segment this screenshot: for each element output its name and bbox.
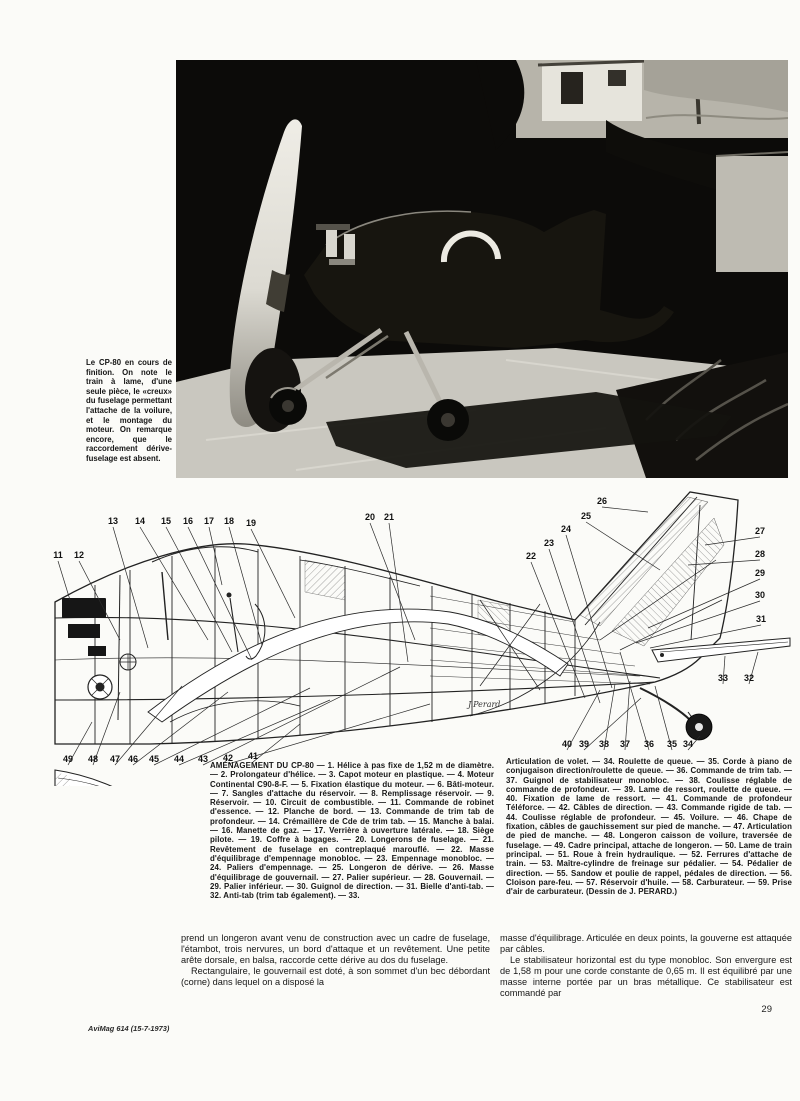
callout-leader-29 xyxy=(647,578,761,629)
callout-leader-48 xyxy=(92,691,121,766)
diagram-callout-47: 47 xyxy=(110,754,120,764)
callout-leader-18 xyxy=(228,526,263,646)
diagram-callouts: 11 12 13 14 15 16 17 18 19 20 21 22 23 24 25 26 27 28 29 30… xyxy=(53,496,766,766)
callout-leader-15 xyxy=(165,526,233,653)
callout-leader-39 xyxy=(583,697,642,751)
callout-leader-21 xyxy=(388,522,409,663)
callout-leader-20 xyxy=(369,522,416,641)
diagram-callout-45: 45 xyxy=(149,754,159,764)
diagram-callout-30: 30 xyxy=(755,590,765,600)
diagram-callout-49: 49 xyxy=(63,754,73,764)
cutaway-diagram-drawing: J.Perard 11 12 13 14 15 16 17 18 19 20 21 22 23 24 25 2… xyxy=(53,491,791,786)
callout-leader-34 xyxy=(687,735,701,751)
callout-leader-23 xyxy=(548,548,601,704)
callout-leader-14 xyxy=(139,526,209,641)
diagram-callout-48: 48 xyxy=(88,754,98,764)
body-column-left: prend un longeron avant venu de construc… xyxy=(181,933,490,988)
diagram-callout-22: 22 xyxy=(526,551,536,561)
callout-leader-33 xyxy=(722,655,726,685)
body-paragraph: prend un longeron avant venu de construc… xyxy=(181,933,490,965)
body-column-right: masse d'équilibrage. Articulée en deux p… xyxy=(500,933,792,998)
callout-leader-35 xyxy=(654,685,673,751)
diagram-callout-44: 44 xyxy=(174,754,184,764)
diagram-callout-20: 20 xyxy=(365,512,375,522)
diagram-callout-15: 15 xyxy=(161,516,171,526)
diagram-callout-36: 36 xyxy=(644,739,654,749)
callout-leader-49 xyxy=(67,721,93,766)
cp80-photo xyxy=(176,60,788,478)
diagram-callout-19: 19 xyxy=(246,518,256,528)
diagram-callout-37: 37 xyxy=(620,739,630,749)
diagram-callout-28: 28 xyxy=(755,549,765,559)
callout-leader-25 xyxy=(585,521,661,571)
diagram-callout-14: 14 xyxy=(135,516,145,526)
callout-leader-19 xyxy=(250,528,296,619)
diagram-callout-29: 29 xyxy=(755,568,765,578)
diagram-callout-32: 32 xyxy=(744,673,754,683)
callout-leader-17 xyxy=(208,526,223,586)
photo-caption: Le CP-80 en cours de finition. On note l… xyxy=(86,358,172,463)
callout-leader-38 xyxy=(603,683,616,751)
legend-column-left: AMÉNAGEMENT DU CP-80 — 1. Hélice à pas f… xyxy=(210,761,494,901)
diagram-callout-16: 16 xyxy=(183,516,193,526)
callout-leader-45 xyxy=(153,687,311,766)
callout-leader-11 xyxy=(57,560,71,601)
illustrator-signature: J.Perard xyxy=(466,700,500,709)
diagram-callout-38: 38 xyxy=(599,739,609,749)
callout-leader-30 xyxy=(635,600,761,644)
callout-leader-28 xyxy=(687,559,761,566)
diagram-callout-27: 27 xyxy=(755,526,765,536)
diagram-callout-34: 34 xyxy=(683,739,693,749)
callout-leader-13 xyxy=(112,526,149,649)
diagram-callout-42: 42 xyxy=(223,753,233,763)
diagram-callout-46: 46 xyxy=(128,754,138,764)
callout-leader-32 xyxy=(748,651,759,685)
callout-leader-22 xyxy=(530,561,586,699)
callout-leader-16 xyxy=(187,526,253,661)
callout-leader-46 xyxy=(132,691,229,766)
diagram-callout-41: 41 xyxy=(248,751,258,761)
callout-leader-31 xyxy=(649,624,762,649)
callout-leader-41 xyxy=(252,723,301,763)
callout-leader-42 xyxy=(227,703,431,765)
diagram-callout-18: 18 xyxy=(224,516,234,526)
diagram-callout-13: 13 xyxy=(108,516,118,526)
cutaway-diagram: J.Perard 11 12 13 14 15 16 17 18 19 20 21 22 23 24 25 2… xyxy=(50,486,795,786)
body-paragraph: Le stabilisateur horizontal est du type … xyxy=(500,954,792,998)
cp80-photo-image xyxy=(176,60,788,478)
diagram-callout-12: 12 xyxy=(74,550,84,560)
diagram-callout-26: 26 xyxy=(597,496,607,506)
callout-leader-47 xyxy=(114,685,183,766)
page-number: 29 xyxy=(761,1004,772,1015)
callout-leader-24 xyxy=(565,534,613,689)
diagram-callout-35: 35 xyxy=(667,739,677,749)
diagram-callout-33: 33 xyxy=(718,673,728,683)
callout-leader-36 xyxy=(619,651,650,751)
callout-leader-26 xyxy=(601,506,649,513)
diagram-callout-23: 23 xyxy=(544,538,554,548)
callout-leader-43 xyxy=(202,666,401,766)
callout-leader-40 xyxy=(566,689,601,751)
diagram-callout-39: 39 xyxy=(579,739,589,749)
callout-leader-12 xyxy=(78,560,121,641)
diagram-callout-31: 31 xyxy=(756,614,766,624)
diagram-callout-25: 25 xyxy=(581,511,591,521)
body-paragraph: Rectangulaire, le gouvernail est doté, à… xyxy=(181,965,490,987)
magazine-credit: AviMag 614 (15-7-1973) xyxy=(88,1024,170,1033)
diagram-callout-11: 11 xyxy=(53,550,63,560)
diagram-callout-40: 40 xyxy=(562,739,572,749)
diagram-callout-17: 17 xyxy=(204,516,214,526)
diagram-callout-24: 24 xyxy=(561,524,571,534)
callout-leader-37 xyxy=(624,680,631,751)
legend-column-right: Articulation de volet. — 34. Roulette de… xyxy=(506,757,792,897)
callout-leader-44 xyxy=(178,699,331,766)
diagram-callout-43: 43 xyxy=(198,754,208,764)
callout-leader-27 xyxy=(704,536,761,546)
body-paragraph: masse d'équilibrage. Articulée en deux p… xyxy=(500,933,792,954)
diagram-callout-21: 21 xyxy=(384,512,394,522)
